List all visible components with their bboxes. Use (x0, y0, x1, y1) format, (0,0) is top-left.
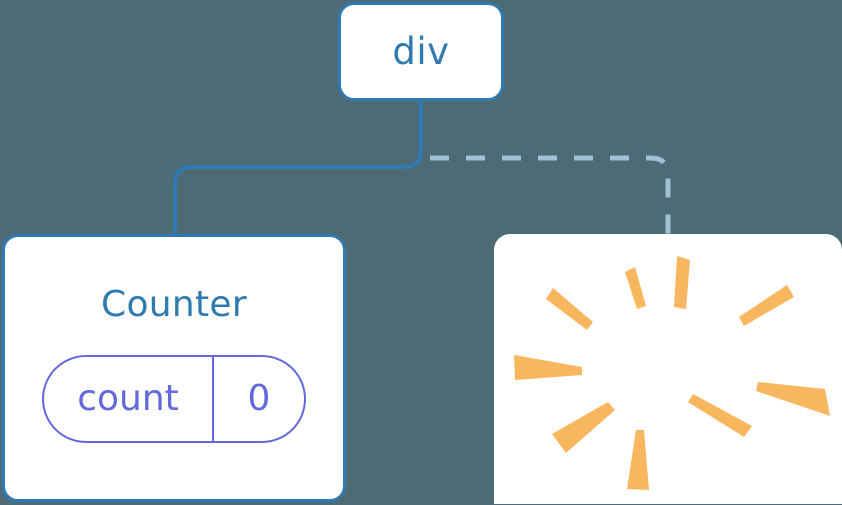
sunburst-rays-icon (514, 256, 830, 490)
node-div-label: div (392, 30, 450, 73)
node-rerender-burst[interactable] (494, 234, 842, 504)
burst-ray (546, 288, 593, 330)
burst-ray (756, 382, 830, 416)
burst-ray (674, 256, 690, 309)
state-key-label: count (77, 378, 179, 419)
state-value: 0 (214, 357, 304, 441)
node-counter[interactable]: Counter count 0 (2, 234, 346, 502)
burst-ray (739, 285, 794, 326)
edge-div-to-rerender (430, 155, 671, 236)
edge-div-to-counter (173, 101, 423, 236)
burst-ray (514, 355, 582, 380)
burst-ray (688, 394, 752, 437)
state-key: count (44, 357, 214, 441)
state-pill[interactable]: count 0 (42, 355, 306, 443)
burst-ray (627, 430, 649, 490)
state-value-label: 0 (247, 378, 271, 419)
node-div[interactable]: div (338, 2, 504, 101)
burst-ray (625, 267, 646, 309)
node-counter-label: Counter (101, 284, 247, 325)
burst-ray (552, 402, 615, 453)
